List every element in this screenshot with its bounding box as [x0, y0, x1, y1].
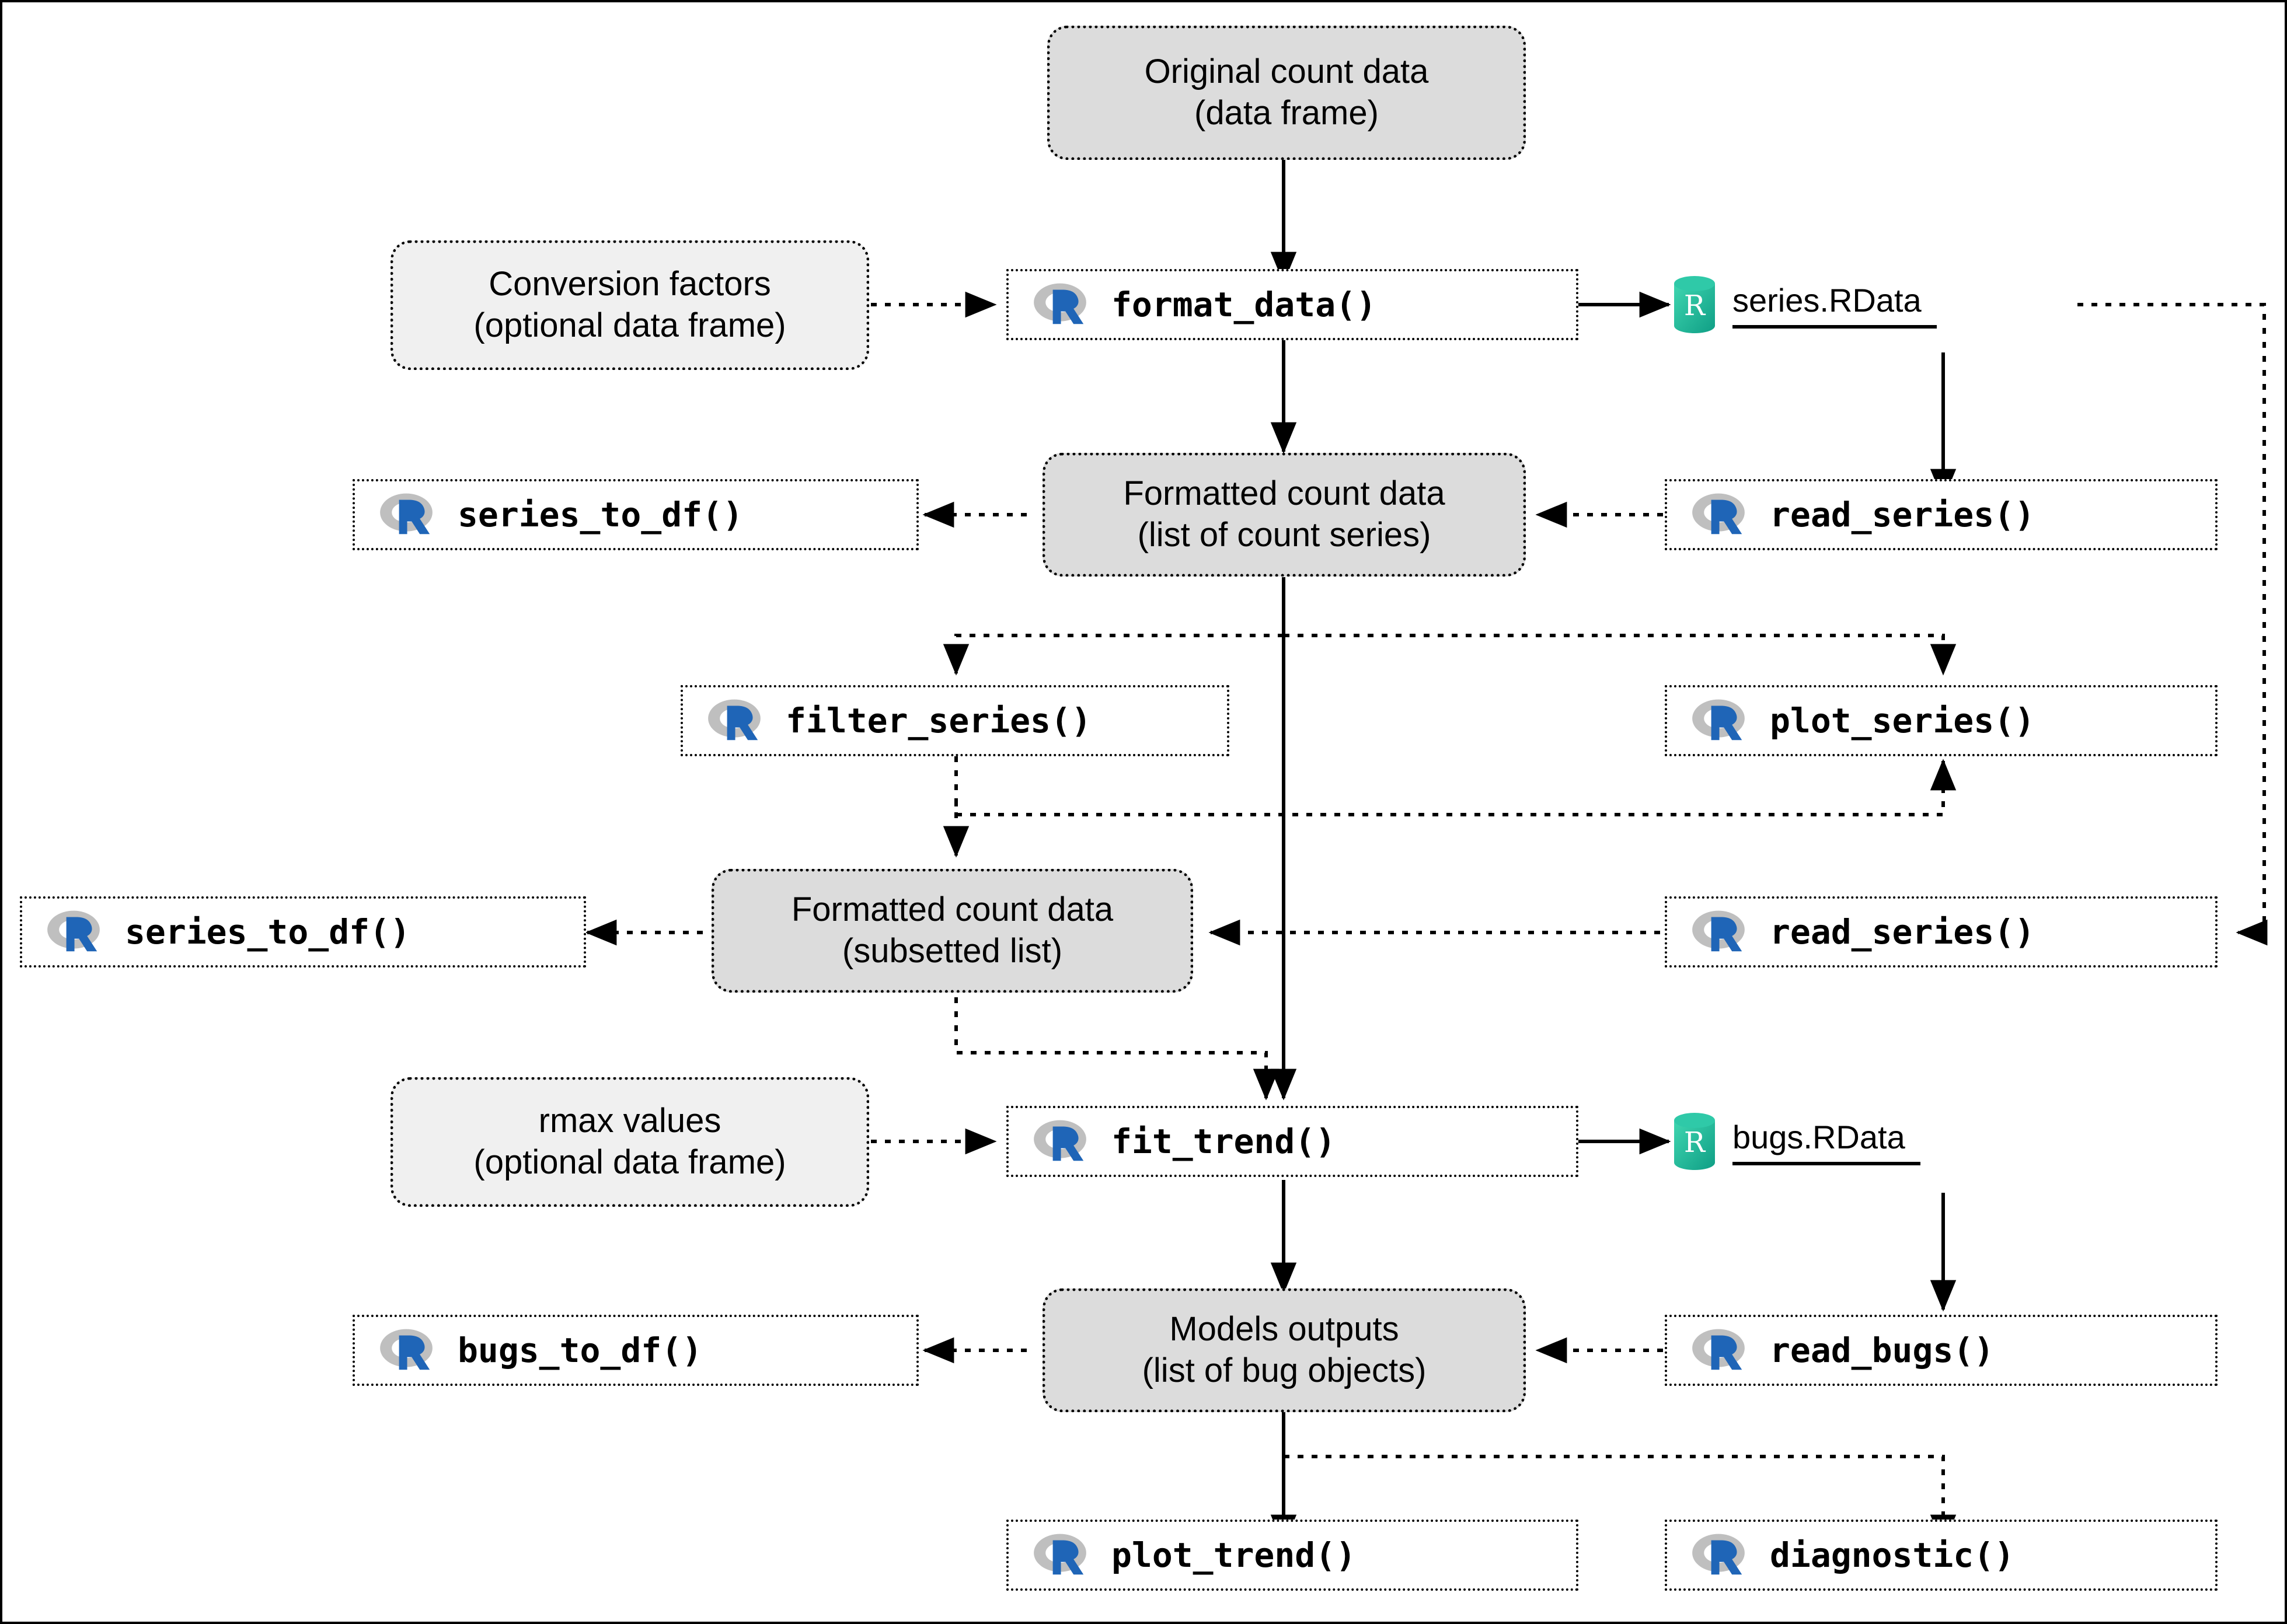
plot-series-label: plot_series(): [1770, 701, 2035, 741]
svg-text:R: R: [1684, 289, 1706, 322]
node-format-data[interactable]: format_data(): [1006, 269, 1578, 340]
bugs-rdata-label: bugs.RData: [1732, 1118, 1920, 1165]
node-original-count-data: Original count data (data frame): [1047, 26, 1526, 160]
diagnostic-label: diagnostic(): [1770, 1535, 2015, 1575]
edge-formatted-to-filterseries: [943, 634, 1284, 676]
read-series-sub-label: read_series(): [1770, 912, 2035, 952]
format-data-label: format_data(): [1111, 285, 1376, 324]
series-rdata-label: series.RData: [1732, 281, 1937, 329]
series-to-df-sub-label: series_to_df(): [125, 912, 410, 952]
original-count-data-line2: (data frame): [1194, 94, 1379, 132]
node-series-to-df-sub[interactable]: series_to_df(): [20, 896, 586, 968]
node-plot-trend[interactable]: plot_trend(): [1006, 1520, 1578, 1591]
conversion-factors-line2: (optional data frame): [473, 306, 786, 344]
rdata-file-icon: R: [1674, 1113, 1715, 1170]
models-outputs-line2: (list of bug objects): [1142, 1351, 1427, 1389]
r-logo-icon: [1692, 910, 1745, 952]
node-fit-trend[interactable]: fit_trend(): [1006, 1106, 1578, 1177]
node-conversion-factors: Conversion factors (optional data frame): [391, 240, 869, 370]
edge-seriesrdata-to-readseriessub: [2077, 303, 2268, 946]
read-bugs-label: read_bugs(): [1770, 1330, 1995, 1370]
node-plot-series[interactable]: plot_series(): [1665, 685, 2218, 756]
fit-trend-label: fit_trend(): [1111, 1122, 1336, 1161]
read-series-top-label: read_series(): [1770, 495, 2035, 535]
r-logo-icon: [1692, 699, 1745, 741]
r-logo-icon: [1692, 1534, 1745, 1575]
r-logo-icon: [1034, 1534, 1086, 1575]
node-read-series-top[interactable]: read_series(): [1665, 479, 2218, 550]
svg-text:R: R: [1684, 1126, 1706, 1159]
bugs-to-df-label: bugs_to_df(): [458, 1330, 703, 1370]
formatted-count-data-line1: Formatted count data: [1123, 474, 1445, 513]
node-formatted-count-data-subsetted: Formatted count data (subsetted list): [712, 869, 1193, 993]
r-logo-icon: [1692, 1329, 1745, 1370]
node-bugs-to-df[interactable]: bugs_to_df(): [353, 1315, 919, 1386]
node-rmax-values: rmax values (optional data frame): [391, 1077, 869, 1207]
r-logo-icon: [1692, 493, 1745, 535]
node-models-outputs: Models outputs (list of bug objects): [1043, 1288, 1526, 1412]
formatted-count-data-sub-line2: (subsetted list): [842, 932, 1063, 970]
r-logo-icon: [380, 1329, 433, 1370]
edge-subsetted-to-fittrend: [954, 997, 1280, 1101]
formatted-count-data-line2: (list of count series): [1137, 516, 1431, 554]
edge-formatted-to-plotseries: [1284, 634, 1957, 676]
formatted-count-data-sub-line1: Formatted count data: [791, 890, 1114, 929]
plot-trend-label: plot_trend(): [1111, 1535, 1357, 1575]
series-to-df-top-label: series_to_df(): [458, 495, 743, 535]
node-read-bugs[interactable]: read_bugs(): [1665, 1315, 2218, 1386]
models-outputs-line1: Models outputs: [1169, 1310, 1399, 1349]
node-read-series-sub[interactable]: read_series(): [1665, 896, 2218, 968]
original-count-data-line1: Original count data: [1144, 53, 1429, 91]
r-logo-icon: [1034, 283, 1086, 324]
filter-series-label: filter_series(): [786, 701, 1092, 741]
r-logo-icon: [380, 493, 433, 535]
rmax-values-line1: rmax values: [538, 1102, 721, 1140]
rmax-values-line2: (optional data frame): [473, 1143, 786, 1181]
r-logo-icon: [1034, 1120, 1086, 1161]
node-series-rdata: R series.RData: [1672, 266, 2092, 343]
node-diagnostic[interactable]: diagnostic(): [1665, 1520, 2218, 1591]
node-series-to-df-top[interactable]: series_to_df(): [353, 479, 919, 550]
r-logo-icon: [47, 910, 100, 952]
conversion-factors-line1: Conversion factors: [489, 265, 771, 303]
node-formatted-count-data: Formatted count data (list of count seri…: [1043, 453, 1526, 577]
node-bugs-rdata: R bugs.RData: [1672, 1103, 2092, 1180]
edge-subsetted-to-plotseries: [954, 759, 1957, 816]
r-logo-icon: [708, 699, 761, 741]
node-filter-series[interactable]: filter_series(): [681, 685, 1229, 756]
rdata-file-icon: R: [1674, 276, 1715, 333]
